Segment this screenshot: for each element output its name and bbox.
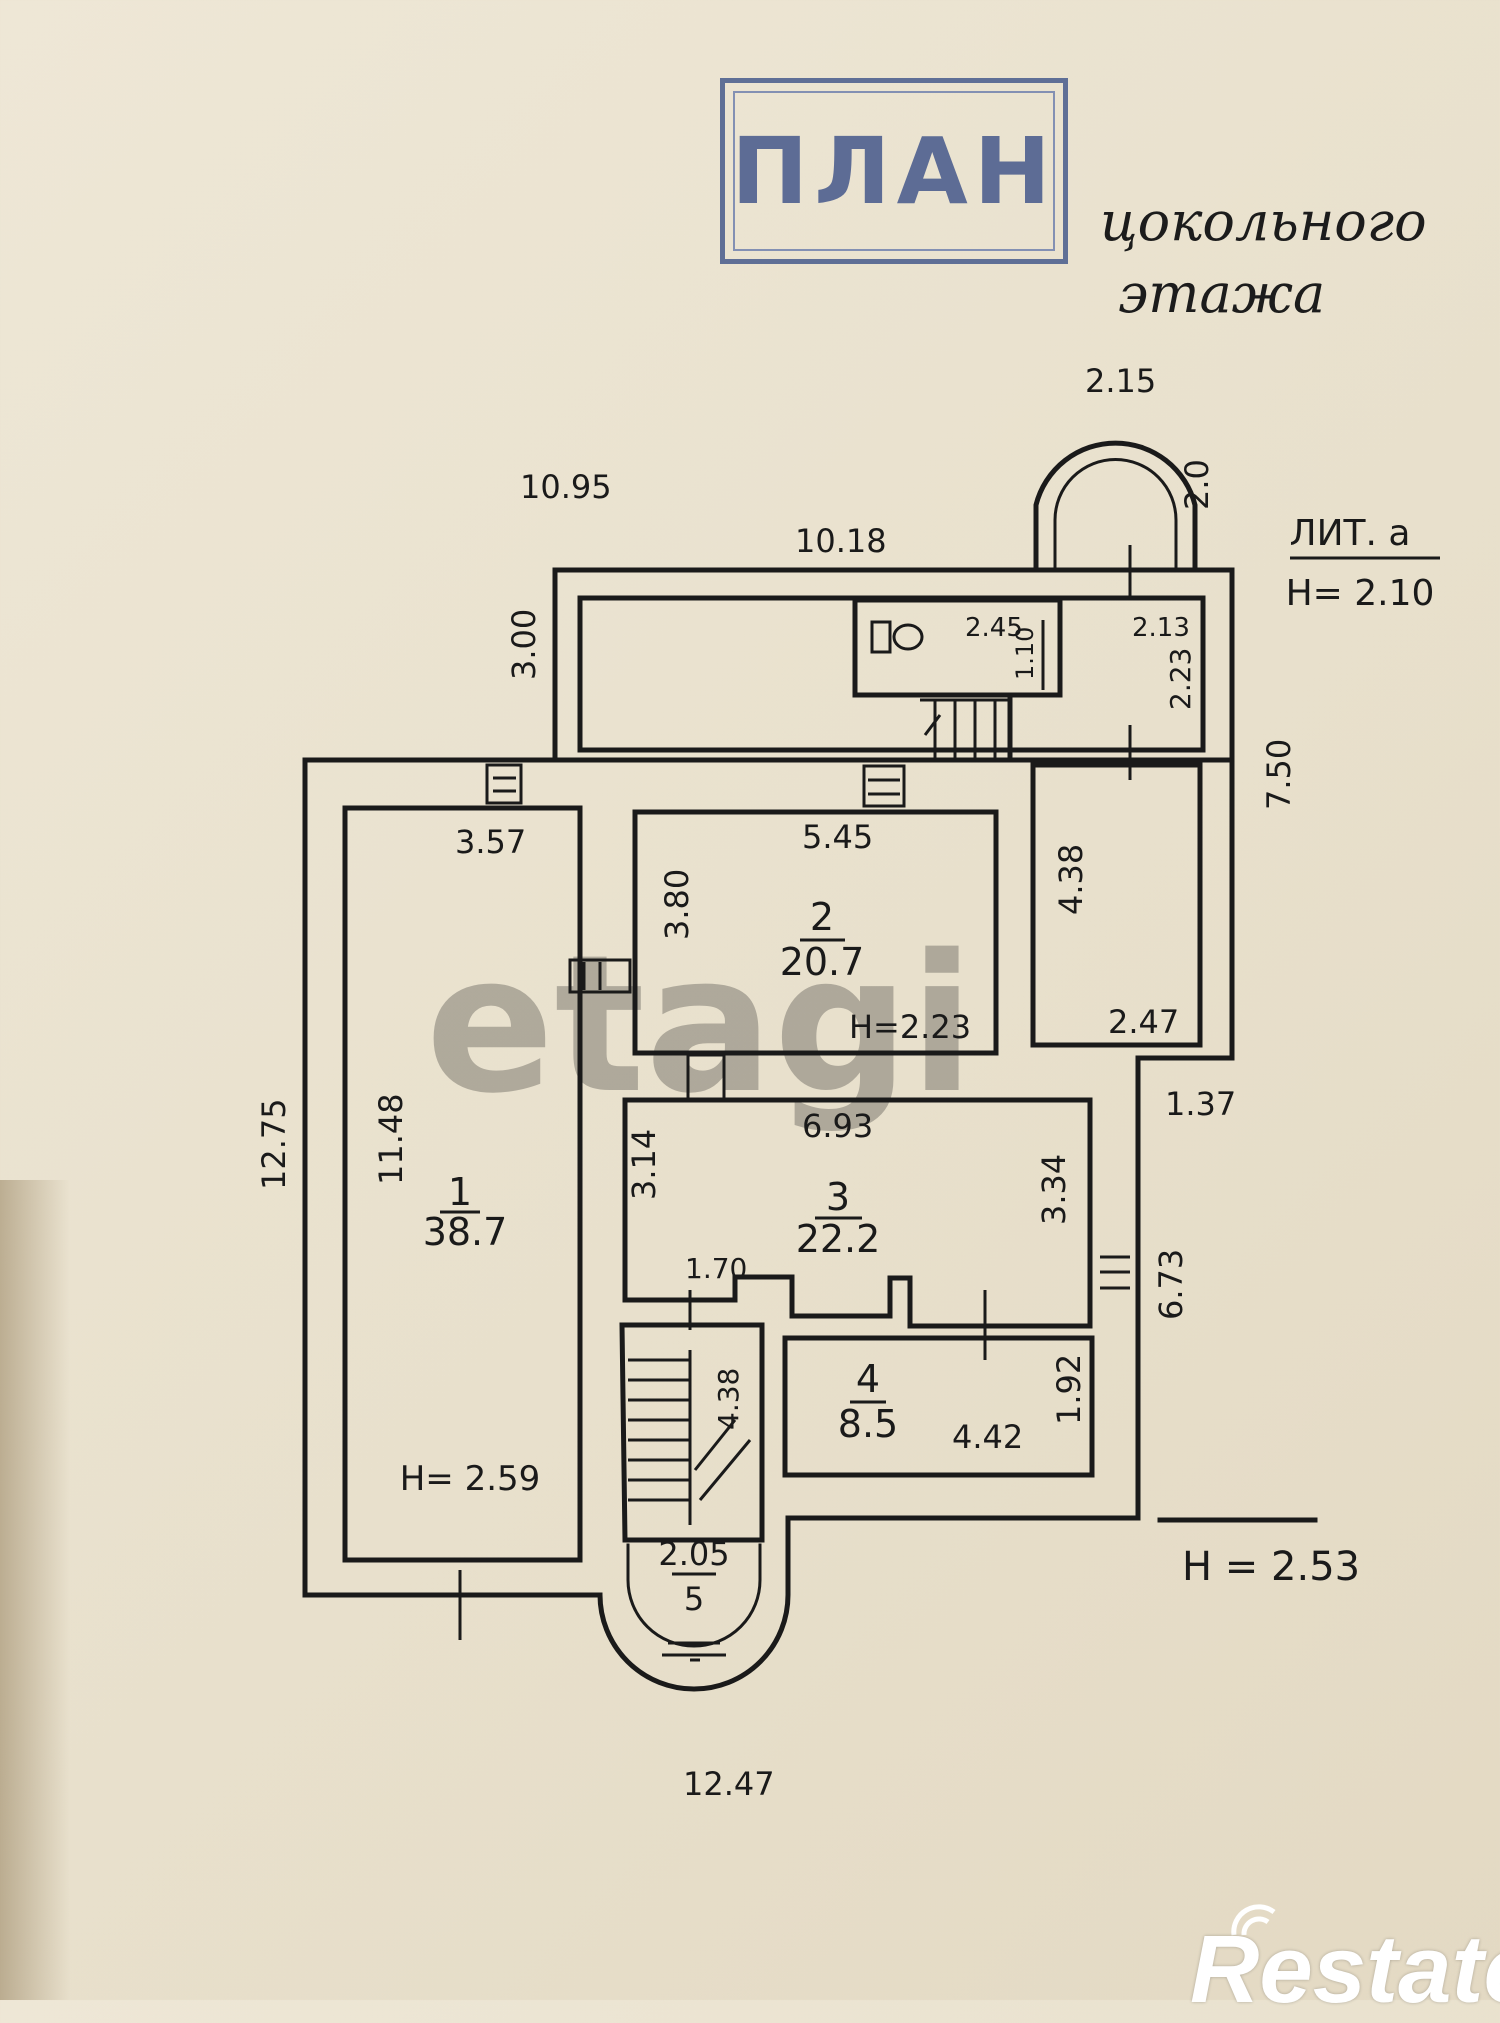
room-1-length: 11.48 bbox=[372, 1093, 410, 1185]
stair-length: 4.38 bbox=[712, 1368, 745, 1430]
liter-name: ЛИТ. а bbox=[1290, 513, 1411, 554]
outer-wall bbox=[302, 757, 1235, 1692]
overall-height: Н = 2.53 bbox=[1182, 1544, 1360, 1590]
room-4-width: 4.42 bbox=[952, 1418, 1023, 1456]
room-2-width: 5.45 bbox=[802, 818, 873, 856]
door-room-2-3 bbox=[686, 1053, 726, 1101]
wc-depth: 1.10 bbox=[1011, 627, 1039, 680]
room-1-height: Н= 2.59 bbox=[400, 1459, 541, 1499]
room-4-depth: 1.92 bbox=[1050, 1354, 1088, 1425]
toilet-icon bbox=[870, 620, 924, 654]
room-5-number: 5 bbox=[684, 1580, 704, 1618]
room-1-number: 1 bbox=[448, 1170, 472, 1214]
door-room-2 bbox=[862, 764, 906, 808]
dim-right-lower: 6.73 bbox=[1152, 1249, 1190, 1320]
room-3-wall bbox=[622, 1097, 1093, 1329]
room-3-width: 6.93 bbox=[802, 1107, 873, 1145]
stairs-upper-wing bbox=[920, 698, 1010, 760]
room-4-number: 4 bbox=[856, 1357, 880, 1401]
upper-wing-wall bbox=[552, 567, 1235, 763]
room-1-wall bbox=[342, 805, 583, 1563]
page-shadow bbox=[0, 1180, 70, 2000]
stair-wall bbox=[619, 1322, 765, 1543]
dim-porch-depth: 2.0 bbox=[1178, 459, 1216, 510]
room-2-height: Н=2.23 bbox=[849, 1008, 971, 1046]
room-1-area: 38.7 bbox=[423, 1210, 508, 1254]
room-1-width: 3.57 bbox=[455, 823, 526, 861]
porch-arc bbox=[1033, 440, 1198, 573]
dim-right-offset: 1.37 bbox=[1165, 1085, 1236, 1123]
liter-annotation: ЛИТ. а Н= 2.10 bbox=[1286, 513, 1440, 614]
stairs-room-5 bbox=[628, 1350, 752, 1662]
room-3-area: 22.2 bbox=[796, 1217, 881, 1261]
room-2-length: 3.80 bbox=[658, 869, 696, 940]
wc-width: 2.45 bbox=[965, 613, 1023, 643]
liter-height: Н= 2.10 bbox=[1286, 573, 1435, 614]
room-4-area: 8.5 bbox=[838, 1402, 898, 1446]
door-room-1-2 bbox=[568, 958, 632, 994]
room-4-wall bbox=[782, 1335, 1095, 1478]
dim-left-total: 12.75 bbox=[255, 1098, 293, 1190]
hall-width: 2.13 bbox=[1132, 613, 1190, 643]
room-2-number: 2 bbox=[810, 895, 834, 939]
side-room-length: 4.38 bbox=[1052, 844, 1090, 915]
hall-depth: 2.23 bbox=[1164, 648, 1197, 710]
stamp-title: ПЛАН bbox=[731, 117, 1057, 225]
room-3-right: 3.34 bbox=[1035, 1154, 1073, 1225]
side-room-width: 2.47 bbox=[1108, 1003, 1179, 1041]
room-3-notch: 1.70 bbox=[685, 1252, 747, 1285]
subtitle-line-1: цокольного bbox=[1100, 190, 1427, 253]
room-3-left: 3.14 bbox=[625, 1129, 663, 1200]
side-room-wall bbox=[1030, 762, 1203, 1048]
brand-logo: Restate bbox=[1190, 1916, 1500, 2023]
room-3-number: 3 bbox=[826, 1175, 850, 1219]
room-2-wall bbox=[632, 809, 999, 1056]
dim-right-total: 7.50 bbox=[1260, 739, 1298, 810]
wc-wall bbox=[852, 597, 1063, 698]
porch-inner-arc bbox=[1053, 458, 1178, 572]
subtitle-line-2: этажа bbox=[1118, 262, 1326, 325]
dim-top-total: 10.95 bbox=[520, 468, 612, 506]
dim-top-inner: 10.18 bbox=[795, 522, 887, 560]
plan-stamp: ПЛАН bbox=[720, 78, 1068, 264]
dim-porch-width: 2.15 bbox=[1085, 362, 1156, 400]
room-labels: 1 38.7 Н= 2.59 2 20.7 Н=2.23 3 22.2 4 8.… bbox=[400, 895, 971, 1618]
dim-bottom-total: 12.47 bbox=[683, 1765, 775, 1803]
room-5-arc bbox=[626, 1543, 762, 1648]
door-room-1 bbox=[485, 763, 523, 805]
brand-signal-icon bbox=[1231, 1904, 1276, 1936]
dim-upper-depth: 3.00 bbox=[505, 609, 543, 680]
room-5-area: 2.05 bbox=[658, 1535, 729, 1573]
room-2-area: 20.7 bbox=[780, 940, 865, 984]
dimension-labels: 10.95 10.18 2.15 2.0 12.75 3.00 7.50 1.3… bbox=[255, 362, 1298, 1803]
stamp-inner-frame bbox=[733, 91, 1055, 251]
